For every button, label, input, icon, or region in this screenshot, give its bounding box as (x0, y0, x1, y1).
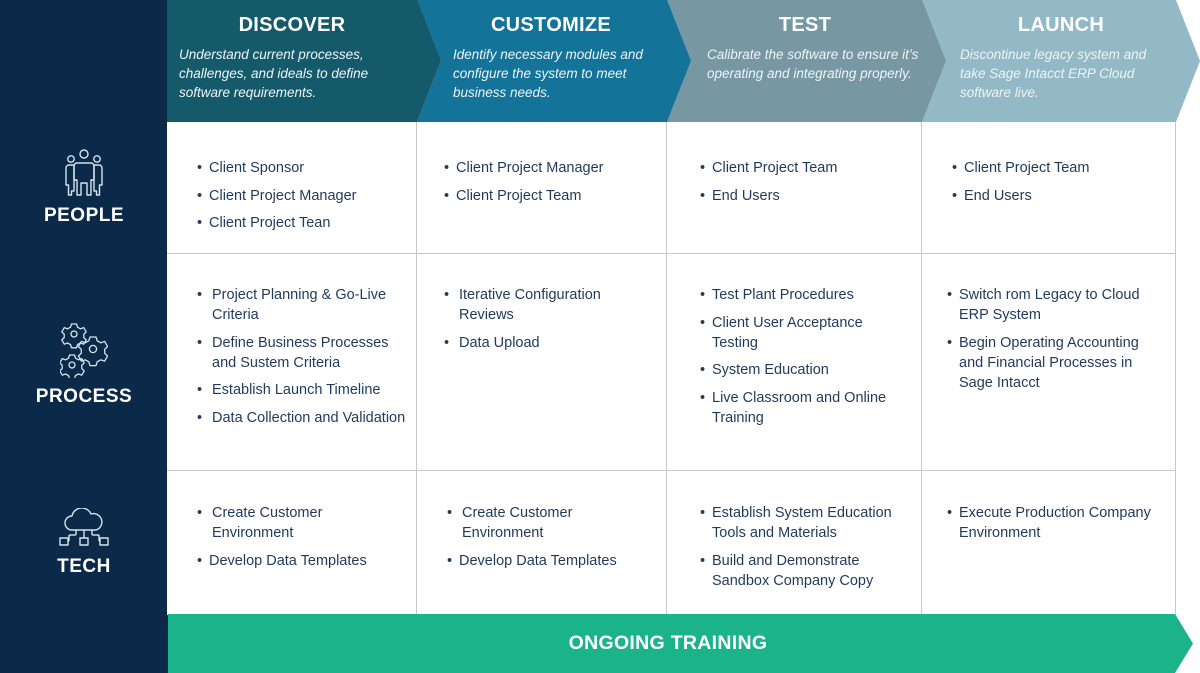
row-label-process: PROCESS (0, 254, 168, 471)
gears-icon (60, 322, 108, 378)
bullet-list: Client Project Team End Users (952, 158, 1163, 206)
list-item: Client Project Manager (197, 186, 404, 206)
list-item: Data Collection and Validation (197, 408, 406, 428)
customize-chevron (393, 0, 691, 122)
list-item: Client Project Team (444, 186, 654, 206)
cell-tech-discover: Create Customer Environment Develop Data… (167, 471, 417, 615)
stage-customize: CUSTOMIZE Identify necessary modules and… (441, 0, 675, 122)
list-item: Client Project Manager (444, 158, 654, 178)
bullet-list: Iterative Configuration Reviews Data Upl… (444, 285, 654, 353)
cell-tech-launch: Execute Production Company Environment (922, 471, 1176, 615)
list-item: Client Project Team (952, 158, 1163, 178)
list-item: Iterative Configuration Reviews (444, 285, 654, 325)
list-item: Live Classroom and Online Training (700, 388, 909, 428)
cell-process-discover: Project Planning & Go-Live Criteria Defi… (167, 254, 417, 471)
stage-title: DISCOVER (238, 14, 346, 36)
stage-title: LAUNCH (1017, 14, 1105, 36)
bullet-list: Switch rom Legacy to Cloud ERP System Be… (947, 285, 1163, 393)
list-item: Build and Demonstrate Sandbox Company Co… (700, 551, 911, 591)
list-item: Create Customer Environment (447, 503, 654, 543)
stage-description: Identify necessary modules and configure… (453, 47, 643, 100)
stage-test: TEST Calibrate the software to ensure it… (695, 0, 929, 122)
row-label-text: PROCESS (35, 385, 133, 407)
bullet-list: Project Planning & Go-Live Criteria Defi… (197, 285, 406, 428)
stage-launch: LAUNCH Discontinue legacy system and tak… (948, 0, 1176, 122)
list-item: Develop Data Templates (447, 551, 654, 571)
list-item: Begin Operating Accounting and Financial… (947, 333, 1163, 393)
stage-description: Understand current processes, challenges… (179, 47, 369, 100)
discover-chevron (167, 0, 441, 122)
cell-tech-test: Establish System Education Tools and Mat… (667, 471, 922, 615)
stage-chevrons (167, 0, 1200, 122)
list-item: Create Customer Environment (197, 503, 406, 543)
bullet-list: Test Plant Procedures Client User Accept… (700, 285, 909, 428)
bullet-list: Client Project Team End Users (700, 158, 909, 206)
stage-title: CUSTOMIZE (490, 14, 612, 36)
list-item: Client Sponsor (197, 158, 404, 178)
list-item: Test Plant Procedures (700, 285, 909, 305)
cell-people-discover: Client Sponsor Client Project Manager Cl… (167, 122, 417, 254)
training-label: ONGOING TRAINING (568, 632, 768, 654)
cell-process-test: Test Plant Procedures Client User Accept… (667, 254, 922, 471)
row-label-people: PEOPLE (0, 122, 168, 254)
bullet-list: Create Customer Environment Develop Data… (447, 503, 654, 571)
cell-process-customize: Iterative Configuration Reviews Data Upl… (417, 254, 667, 471)
cell-process-launch: Switch rom Legacy to Cloud ERP System Be… (922, 254, 1176, 471)
cloud-network-icon (59, 507, 109, 546)
cell-people-customize: Client Project Manager Client Project Te… (417, 122, 667, 254)
stage-header-band: DISCOVER Understand current processes, c… (0, 0, 1200, 122)
ongoing-training-bar: ONGOING TRAINING (168, 614, 1193, 673)
list-item: Client User Acceptance Testing (700, 313, 909, 353)
bullet-list: Client Sponsor Client Project Manager Cl… (197, 158, 404, 233)
stage-title: TEST (778, 14, 832, 36)
list-item: Client Project Team (700, 158, 909, 178)
list-item: Define Business Processes and Sustem Cri… (197, 333, 406, 373)
list-item: Develop Data Templates (197, 551, 406, 571)
list-item: Execute Production Company Environment (947, 503, 1163, 543)
stage-description: Calibrate the software to ensure it’s op… (707, 47, 919, 81)
test-chevron (643, 0, 946, 122)
bullet-list: Client Project Manager Client Project Te… (444, 158, 654, 206)
row-label-text: TECH (57, 555, 111, 577)
bullet-list: Establish System Education Tools and Mat… (700, 503, 911, 591)
row-label-tech: TECH (0, 471, 168, 614)
list-item: Establish System Education Tools and Mat… (700, 503, 911, 543)
launch-chevron (898, 0, 1200, 122)
list-item: Switch rom Legacy to Cloud ERP System (947, 285, 1163, 325)
list-item: System Education (700, 360, 909, 380)
list-item: Project Planning & Go-Live Criteria (197, 285, 406, 325)
list-item: Client Project Tean (197, 213, 404, 233)
cell-tech-customize: Create Customer Environment Develop Data… (417, 471, 667, 615)
list-item: End Users (952, 186, 1163, 206)
list-item: End Users (700, 186, 909, 206)
bullet-list: Create Customer Environment Develop Data… (197, 503, 406, 571)
list-item: Data Upload (444, 333, 654, 353)
people-group-icon (65, 149, 103, 196)
bullet-list: Execute Production Company Environment (947, 503, 1163, 543)
stage-discover: DISCOVER Understand current processes, c… (167, 0, 417, 122)
cell-people-launch: Client Project Team End Users (922, 122, 1176, 254)
stage-description: Discontinue legacy system and take Sage … (960, 47, 1147, 100)
row-label-text: PEOPLE (43, 205, 125, 226)
stage-matrix-grid: Client Sponsor Client Project Manager Cl… (167, 122, 1176, 615)
cell-people-test: Client Project Team End Users (667, 122, 922, 254)
list-item: Establish Launch Timeline (197, 380, 406, 400)
training-arrow-shape (168, 614, 1193, 673)
